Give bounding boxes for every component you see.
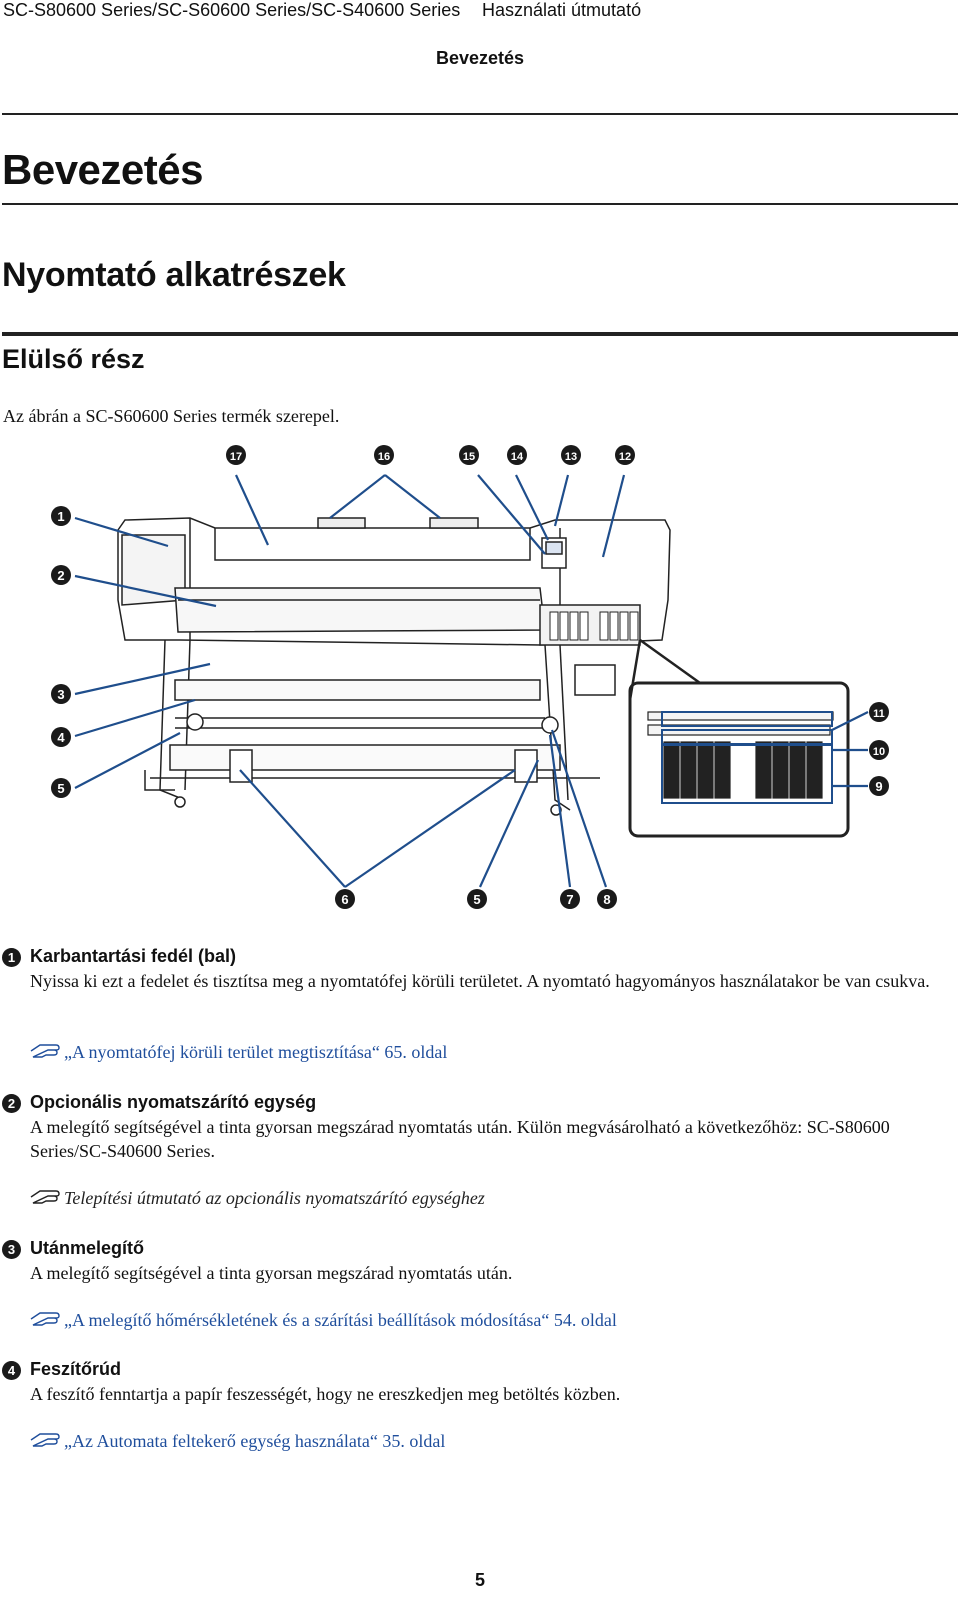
svg-text:14: 14 [511, 451, 524, 463]
callout-10: 10 [869, 740, 889, 760]
svg-text:5: 5 [473, 892, 480, 907]
subsection-title: Elülső rész [2, 344, 145, 374]
svg-text:3: 3 [57, 687, 64, 702]
item-description: A feszítő fenntartja a papír feszességét… [30, 1384, 621, 1404]
callout-1: 1 [51, 506, 71, 526]
item-description: A melegítő segítségével a tinta gyorsan … [30, 1263, 513, 1283]
svg-text:13: 13 [565, 451, 577, 463]
reference-link-text[interactable]: „A nyomtatófej körüli terület megtisztít… [64, 1042, 448, 1062]
pointing-hand-icon [30, 1432, 64, 1453]
callout-14: 14 [507, 445, 527, 465]
callout-15: 15 [459, 445, 479, 465]
callout-leader-lines [74, 474, 869, 888]
section-title: Nyomtató alkatrészek [2, 256, 346, 294]
section-divider [2, 332, 958, 336]
section-header: Bevezetés [435, 48, 525, 68]
callout-4: 4 [51, 727, 71, 747]
callout-13: 13 [561, 445, 581, 465]
item-number-badge: 4 [2, 1361, 21, 1380]
reference-link-3[interactable]: „A melegítő hőmérsékletének és a szárítá… [30, 1310, 617, 1332]
callout-5-left: 5 [51, 778, 71, 798]
item-number-badge: 2 [2, 1094, 21, 1113]
pointing-hand-icon [30, 1189, 64, 1210]
svg-text:12: 12 [619, 451, 631, 463]
svg-text:5: 5 [57, 781, 64, 796]
callout-12: 12 [615, 445, 635, 465]
item-number-badge: 3 [2, 1240, 21, 1259]
item-title: Feszítőrúd [30, 1359, 122, 1379]
svg-text:11: 11 [873, 708, 885, 720]
reference-link-text[interactable]: „Az Automata feltekerő egység használata… [64, 1431, 446, 1451]
ink-highlight-boxes [661, 711, 833, 804]
svg-text:17: 17 [230, 451, 242, 463]
svg-text:15: 15 [463, 451, 475, 463]
callout-11: 11 [869, 702, 889, 722]
page-title: Bevezetés [2, 146, 203, 193]
item-title: Opcionális nyomatszárító egység [30, 1092, 317, 1112]
callout-16: 16 [374, 445, 394, 465]
page-number: 5 [474, 1570, 485, 1590]
callout-7: 7 [560, 889, 580, 909]
svg-text:1: 1 [57, 509, 64, 524]
callout-9: 9 [869, 776, 889, 796]
reference-link-1[interactable]: „A nyomtatófej körüli terület megtisztít… [30, 1042, 447, 1064]
callout-6: 6 [335, 889, 355, 909]
printer-illustration [117, 517, 671, 816]
callout-8: 8 [597, 889, 617, 909]
svg-text:2: 2 [57, 568, 64, 583]
callout-2: 2 [51, 565, 71, 585]
svg-text:7: 7 [566, 892, 573, 907]
svg-text:10: 10 [873, 746, 885, 758]
item-title: Utánmelegítő [30, 1238, 145, 1258]
manual-title: Használati útmutató [482, 0, 642, 20]
reference-link-text[interactable]: „A melegítő hőmérsékletének és a szárítá… [64, 1310, 617, 1330]
callout-17: 17 [226, 445, 246, 465]
header-divider [2, 113, 958, 115]
item-description: Nyissa ki ezt a fedelet és tisztítsa meg… [30, 971, 930, 991]
intro-text: Az ábrán a SC-S60600 Series termék szere… [3, 406, 340, 426]
document-title: SC-S80600 Series/SC-S60600 Series/SC-S40… [3, 0, 461, 20]
svg-text:16: 16 [378, 451, 390, 463]
reference-note-text: Telepítési útmutató az opcionális nyomat… [64, 1188, 485, 1208]
callout-5-bottom: 5 [467, 889, 487, 909]
svg-text:6: 6 [341, 892, 348, 907]
svg-text:9: 9 [875, 779, 882, 794]
item-number-badge: 1 [2, 948, 21, 967]
pointing-hand-icon [30, 1043, 64, 1064]
title-divider [2, 203, 958, 205]
reference-link-4[interactable]: „Az Automata feltekerő egység használata… [30, 1431, 445, 1453]
item-title: Karbantartási fedél (bal) [30, 946, 237, 966]
svg-text:4: 4 [57, 730, 65, 745]
reference-note-2: Telepítési útmutató az opcionális nyomat… [30, 1188, 485, 1210]
callout-3: 3 [51, 684, 71, 704]
svg-text:8: 8 [603, 892, 610, 907]
printer-front-diagram: 1 2 3 4 5 6 5 7 8 9 10 11 12 13 14 15 16… [51, 445, 889, 909]
pointing-hand-icon [30, 1311, 64, 1332]
item-description: A melegítő segítségével a tinta gyorsan … [30, 1117, 890, 1161]
